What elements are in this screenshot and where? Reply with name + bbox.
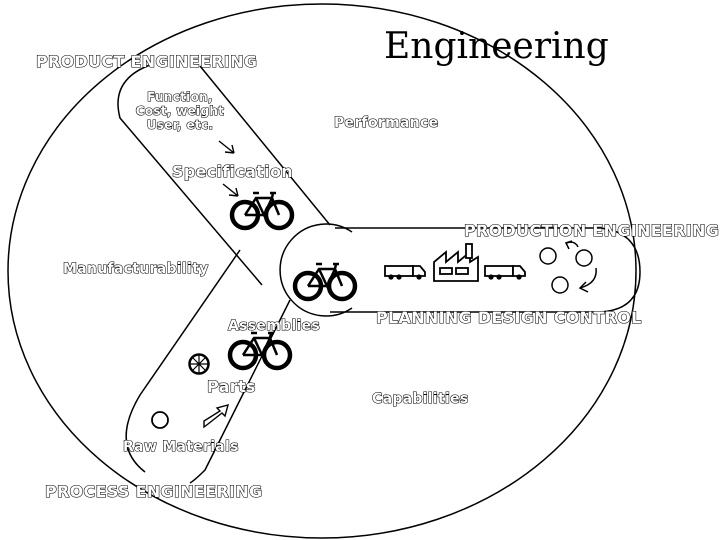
arrow-icon [222, 183, 239, 197]
factory-icon [433, 243, 479, 282]
circle-icon [151, 411, 169, 429]
parts-label: Parts [206, 376, 256, 396]
capabilities-label: Capabilities [371, 390, 469, 407]
process-engineering-label: PROCESS ENGINEERING [44, 481, 263, 501]
product-input-function: Function, [147, 89, 214, 104]
outer-ellipse [7, 3, 637, 539]
arrow-icon [218, 140, 235, 154]
raw-materials-label: Raw Materials [122, 438, 239, 455]
manufacturability-label: Manufacturability [62, 260, 209, 277]
truck-icon [384, 265, 426, 281]
product-band [117, 64, 331, 286]
specification-label: Specification [171, 161, 293, 181]
arrow-icon [203, 404, 229, 429]
assemblies-label: Assemblies [227, 317, 321, 334]
gear-icon [188, 353, 210, 375]
product-input-user: User, etc. [146, 117, 214, 132]
bicycle-icon [232, 193, 292, 228]
bicycle-icon [230, 333, 290, 368]
bicycle-icon [295, 264, 355, 299]
product-engineering-label: PRODUCT ENGINEERING [35, 51, 258, 71]
product-inputs: Function, Cost, weight User, etc. [128, 89, 232, 132]
production-band [330, 227, 641, 313]
cycle-arrows-icon [539, 240, 597, 294]
process-band [125, 249, 291, 484]
truck-icon [484, 265, 526, 281]
production-engineering-label: PRODUCTION ENGINEERING [463, 220, 720, 240]
performance-label: Performance [333, 114, 439, 131]
product-input-cost: Cost, weight [135, 103, 225, 118]
hub-circle [279, 223, 353, 317]
page-title: Engineering [384, 26, 609, 67]
production-steps-label: PLANNING DESIGN CONTROL [375, 307, 642, 327]
